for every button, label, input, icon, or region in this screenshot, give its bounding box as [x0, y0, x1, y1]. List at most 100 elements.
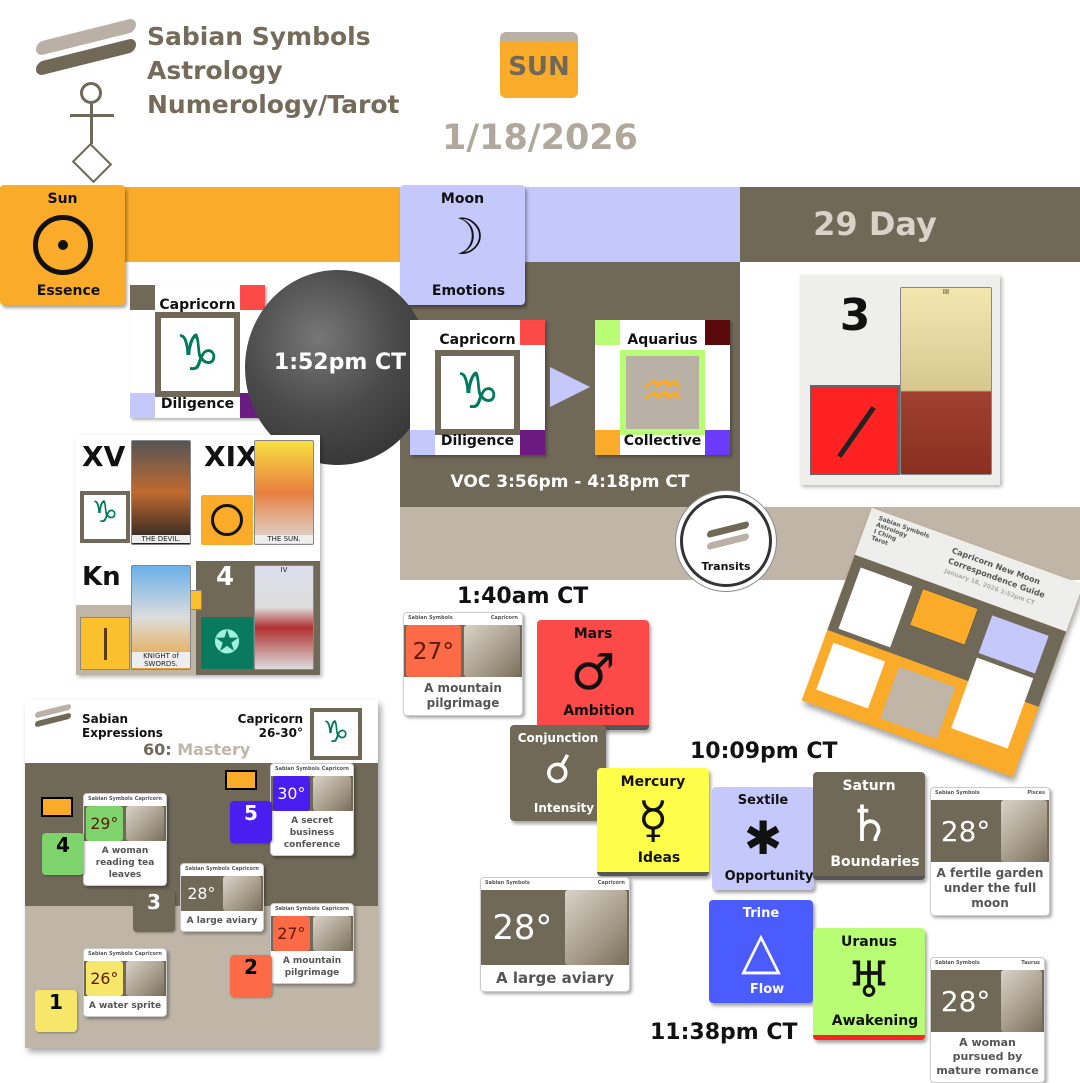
sun-icon: [33, 215, 93, 275]
planet-keyword: Ambition: [563, 703, 635, 719]
mars-card[interactable]: Mars ♂ Ambition: [537, 620, 649, 730]
card-sign: Capricorn: [490, 615, 518, 621]
aquarius-icon: ♒: [620, 350, 705, 435]
degree-badge: 26°: [86, 961, 123, 996]
expression-number-badge: 2: [230, 955, 272, 997]
degree-badge: 28°: [933, 800, 999, 862]
stick-figure-icon: [62, 82, 122, 184]
card-brand: Sabian Symbols: [935, 960, 980, 966]
capricorn-icon: ♑: [155, 312, 240, 397]
conjunction-icon: ☌: [544, 747, 572, 793]
degree-caption: A large aviary: [186, 916, 258, 926]
arrow-right-icon: [41, 797, 73, 817]
card-caption: THE DEVIL.: [132, 535, 190, 543]
three-of-wands-card-image: III: [900, 287, 992, 475]
planet-title: Mars: [573, 626, 613, 642]
aspect-keyword: Opportunity: [724, 869, 814, 884]
card-numeral: III: [942, 288, 950, 296]
expression-number-badge: 1: [35, 990, 77, 1032]
trine-card[interactable]: Trine △ Flow: [709, 900, 813, 1003]
day-tarot-panel[interactable]: 3 III: [800, 275, 1000, 485]
expressions-sign: Capricorn: [237, 712, 303, 726]
sabian-expressions-panel: Sabian Expressions Capricorn 26-30° ♑ 60…: [25, 700, 378, 1048]
planet-title: Saturn: [842, 778, 896, 794]
card-sign: Capricorn: [231, 866, 259, 872]
sextile-card[interactable]: Sextile ✱ Opportunity: [712, 787, 814, 890]
new-moon-time: 1:52pm CT: [273, 350, 407, 375]
sun-card-title: Sun: [47, 191, 78, 207]
moon-card[interactable]: Moon ☽ Emotions: [400, 185, 525, 305]
symbol-image: [564, 890, 627, 965]
uranus-card[interactable]: Uranus ♅ Awakening: [813, 928, 925, 1040]
expressions-title: Expressions: [82, 726, 163, 740]
degree-badge: 28°: [933, 970, 999, 1032]
card-sign: Capricorn: [597, 880, 625, 886]
capricorn-icon: ♑: [80, 491, 130, 543]
aspect-title: Conjunction: [517, 731, 599, 745]
four-of-pentacles-card-image: IV: [254, 565, 314, 670]
moon-to-sign-card[interactable]: Aquarius ♒ Collective: [595, 320, 730, 455]
card-numeral: IV: [280, 566, 288, 574]
aspect-title: Sextile: [737, 793, 789, 808]
degree-badge: 30°: [273, 776, 310, 811]
degree-badge: 27°: [406, 625, 461, 677]
saturn-card[interactable]: Saturn ♄ Boundaries: [813, 772, 925, 880]
degree-caption: A large aviary: [496, 969, 614, 987]
moon-to-keyword: Collective: [623, 433, 702, 449]
devil-card-image: THE DEVIL.: [131, 440, 191, 545]
aspect-time: 1:40am CT: [457, 584, 589, 609]
moon-from-sign-card[interactable]: Capricorn ♑ Diligence: [410, 320, 545, 455]
expressions-title: Sabian: [82, 712, 129, 726]
card-caption: THE SUN.: [255, 535, 313, 543]
moon-from-keyword: Diligence: [440, 433, 515, 449]
aspect-title: Trine: [742, 906, 780, 921]
degree-caption: A fertile garden under the full moon: [936, 866, 1044, 910]
sun-sign-card[interactable]: Capricorn ♑ Diligence: [130, 285, 265, 418]
saturn-icon: ♄: [846, 795, 892, 853]
sword-icon: [80, 617, 130, 670]
degree-badge: 28°: [183, 876, 220, 911]
card-brand: Sabian Symbols: [275, 766, 320, 772]
mercury-card[interactable]: Mercury ☿ Ideas: [597, 768, 709, 876]
day-count: 29 Day: [813, 205, 937, 243]
degree-caption: A water sprite: [88, 1001, 162, 1011]
expression-number-badge: 5: [230, 801, 272, 843]
degree-badge: 28°: [483, 890, 562, 965]
degree-badge: 29°: [86, 806, 123, 841]
brand-title-line: Sabian Symbols: [147, 22, 371, 51]
conjunction-card[interactable]: Conjunction ☌ Intensity: [510, 725, 606, 821]
sun-card-keyword: Essence: [36, 283, 101, 299]
sun-icon: [201, 495, 253, 545]
pentacle-icon: ✪: [201, 617, 253, 669]
symbol-image: [125, 806, 164, 841]
symbol-image: [125, 961, 164, 996]
transits-badge[interactable]: Transits: [680, 495, 772, 587]
card-sign: Taurus: [1021, 960, 1040, 966]
moon-card-keyword: Emotions: [431, 283, 506, 299]
moon-to-sign: Aquarius: [627, 332, 698, 348]
trine-icon: △: [741, 921, 781, 981]
aspect-time: 10:09pm CT: [690, 739, 838, 764]
sun-card[interactable]: Sun Essence: [0, 185, 125, 305]
moon-card-title: Moon: [440, 191, 485, 207]
uranus-icon: ♅: [846, 951, 892, 1009]
arrow-right-icon: [550, 367, 590, 407]
card-brand: Sabian Symbols: [88, 951, 133, 957]
theme-number: 60:: [143, 740, 172, 759]
card-brand: Sabian Symbols: [185, 866, 230, 872]
tarot-numeral: XV: [82, 440, 126, 473]
symbol-image: [312, 776, 351, 811]
planet-keyword: Ideas: [637, 850, 681, 866]
card-brand: Sabian Symbols: [408, 615, 453, 621]
card-brand: Sabian Symbols: [935, 790, 980, 796]
sun-sign-name: Capricorn: [159, 297, 236, 313]
